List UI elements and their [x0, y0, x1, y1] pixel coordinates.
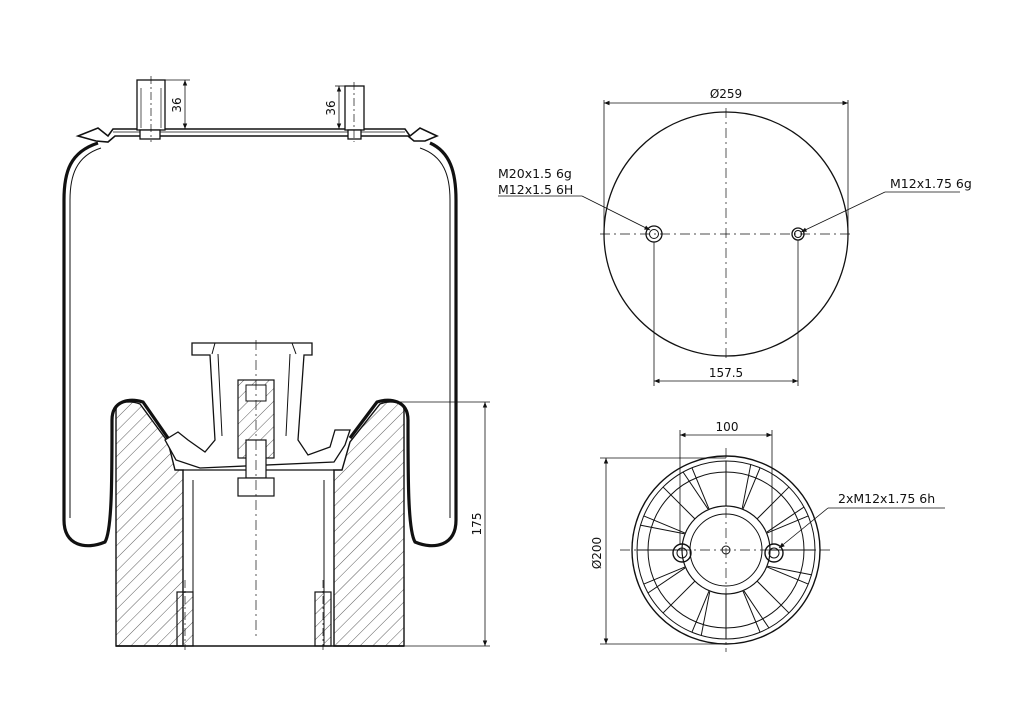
leader-left-thread [498, 195, 650, 230]
thread-left-line2: M12x1.5 6H [498, 182, 573, 197]
bottom-diameter-label: Ø200 [590, 537, 604, 569]
dim-bottom-diameter [600, 457, 726, 645]
side-section-view: 36 36 [62, 76, 490, 650]
bottom-thread-label: 2xM12x1.75 6h [838, 491, 935, 506]
dim-stud-left [165, 79, 190, 130]
dim-stud-spacing [653, 240, 799, 386]
piston-height-label: 175 [470, 513, 484, 536]
piston-left-section [115, 401, 184, 647]
right-stud [344, 82, 365, 142]
dim-hole-spacing [679, 430, 773, 545]
top-diameter-label: Ø259 [710, 87, 742, 101]
bottom-mount-hole-left [672, 543, 692, 563]
piston-right-section [333, 401, 405, 647]
top-view: Ø259 157.5 [498, 87, 960, 386]
piston-ribs [637, 461, 815, 639]
hole-spacing-label: 100 [716, 420, 739, 434]
top-plate [75, 127, 439, 143]
thread-left-line1: M20x1.5 6g [498, 166, 572, 181]
bottom-view: 100 Ø200 [590, 420, 945, 652]
dim-stud-right [335, 85, 345, 130]
leader-right-thread [801, 191, 960, 232]
stud-height-right-label: 36 [324, 100, 338, 115]
bellow-outline [62, 141, 458, 548]
dim-piston-height [385, 401, 490, 647]
stud-spacing-label: 157.5 [709, 366, 743, 380]
dim-top-diameter [603, 100, 849, 234]
leader-bottom-thread [779, 507, 945, 548]
thread-right-label: M12x1.75 6g [890, 176, 972, 191]
left-stud [136, 76, 166, 142]
stud-height-left-label: 36 [170, 97, 184, 112]
